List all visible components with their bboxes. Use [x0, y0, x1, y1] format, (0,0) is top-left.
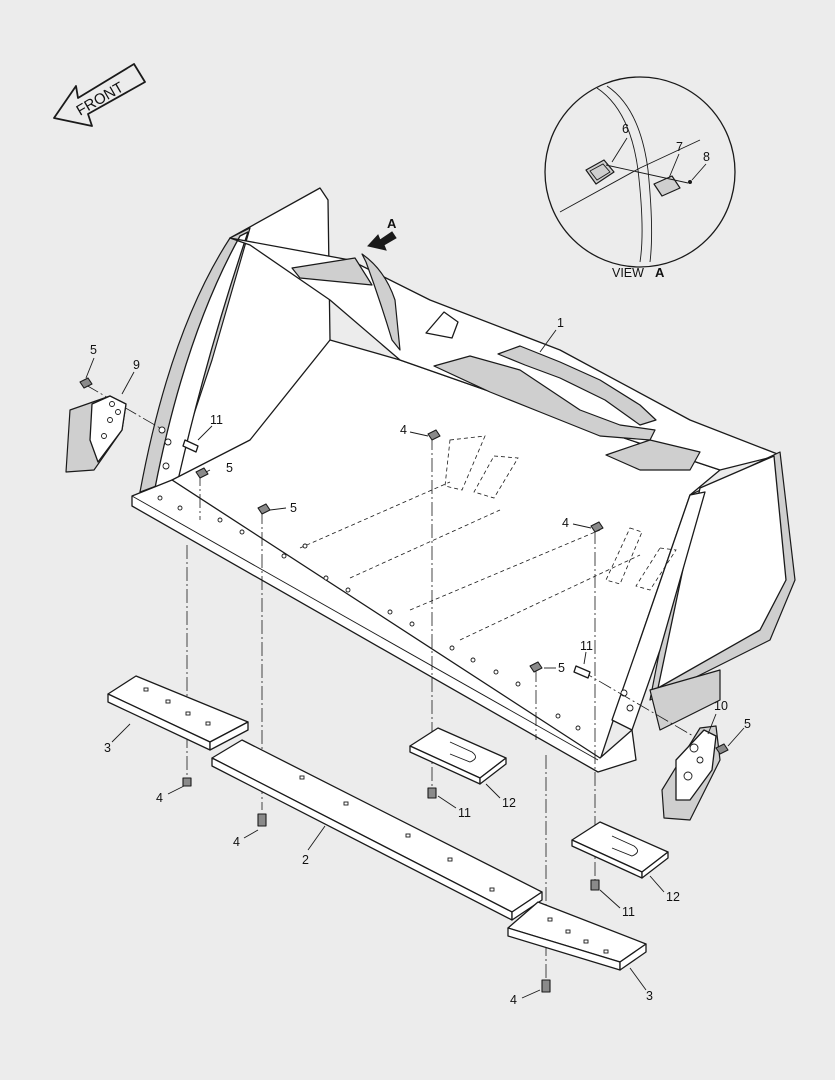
wear-plate-12b	[571, 821, 669, 879]
callout-3b: 3	[646, 989, 653, 1003]
callout-11a: 11	[210, 413, 223, 427]
side-cutter-left	[65, 395, 127, 473]
cutting-edge-end-left	[107, 675, 249, 751]
nut-5e	[715, 743, 729, 755]
callout-7: 7	[676, 140, 683, 154]
callout-1: 1	[557, 316, 564, 330]
callout-11b: 11	[580, 639, 593, 653]
bolt-4e	[541, 979, 551, 993]
view-caption: VIEW	[612, 266, 644, 280]
bolt-11d	[590, 879, 600, 891]
callout-3a: 3	[104, 741, 111, 755]
nut-4a	[427, 429, 441, 441]
callout-6: 6	[622, 122, 629, 136]
base-plate-bolt-holes	[157, 495, 581, 731]
bolt-11b	[573, 665, 591, 679]
callout-5a: 5	[90, 343, 97, 357]
bolt-11c	[427, 787, 437, 799]
view-letter: A	[655, 265, 665, 280]
callout-5c: 5	[290, 501, 297, 515]
bolt-4c	[182, 777, 192, 787]
callout-12b: 12	[666, 890, 680, 904]
cutting-edge-center	[211, 739, 543, 921]
callout-4d: 4	[562, 516, 569, 530]
assembly-lines	[85, 384, 701, 980]
callout-5b: 5	[226, 461, 233, 475]
view-arrow-letter: A	[387, 216, 397, 231]
callout-9: 9	[133, 358, 140, 372]
side-cutter-right	[661, 725, 721, 821]
callout-labels: 1 2 3 3 4 4 4 4 4 4 5 5 5 5 5 6 7 8 9 10…	[90, 122, 751, 1007]
bolt-4d	[257, 813, 267, 827]
front-direction-arrow: FRONT	[53, 63, 146, 127]
callout-2: 2	[302, 853, 309, 867]
callout-4a: 4	[156, 791, 163, 805]
callout-4b: 4	[233, 835, 240, 849]
callout-11d: 11	[622, 905, 635, 919]
callout-10: 10	[714, 699, 728, 713]
nut-5b	[195, 467, 209, 479]
callout-4e: 4	[510, 993, 517, 1007]
cutting-edge-end-right	[507, 901, 647, 971]
wear-plate-12a	[409, 727, 507, 785]
detail-view-a: VIEW A	[544, 76, 736, 280]
callout-leaders	[85, 329, 745, 999]
callout-5d: 5	[558, 661, 565, 675]
view-a-arrow: A	[367, 216, 397, 251]
nut-5d	[529, 661, 543, 673]
callout-5e: 5	[744, 717, 751, 731]
callout-12a: 12	[502, 796, 516, 810]
callout-8: 8	[703, 150, 710, 164]
callout-11c: 11	[458, 806, 471, 820]
bolt-11a	[182, 439, 199, 453]
nut-5a	[79, 377, 93, 389]
bucket-body	[131, 187, 796, 773]
callout-4c: 4	[400, 423, 407, 437]
nut-4b	[590, 521, 604, 533]
